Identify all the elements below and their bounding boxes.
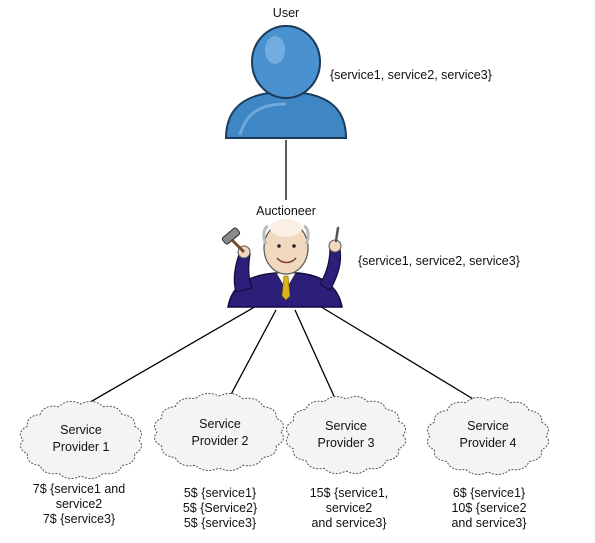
- provider-2-label: Service Provider 2: [158, 416, 282, 450]
- provider-3-prices: 15$ {service1, service2 and service3}: [284, 486, 414, 531]
- provider-1-prices: 7$ {service1 and service2 7$ {service3}: [0, 482, 158, 527]
- provider-1-price-line: 7$ {service1 and: [32, 482, 126, 496]
- provider-2-price-line: 5$ {service3}: [183, 516, 257, 530]
- provider-2-line1: Service: [199, 417, 241, 431]
- provider-4-cloud: [426, 396, 550, 476]
- provider-3-price-line: 15$ {service1,: [309, 486, 389, 500]
- connector-provider-3: [294, 309, 339, 406]
- provider-3-line1: Service: [325, 419, 367, 433]
- provider-1-price-line: service2: [55, 497, 103, 511]
- provider-1-line2: Provider 1: [52, 440, 110, 454]
- provider-3-price-line: service2: [325, 501, 373, 515]
- provider-4-price-line: 10$ {service2: [451, 501, 527, 515]
- connector-provider-1: [79, 304, 259, 409]
- provider-4-price-line: 6$ {service1}: [452, 486, 526, 500]
- auctioneer-icon: [221, 219, 343, 308]
- auctioneer-services: {service1, service2, service3}: [358, 254, 520, 268]
- auctioneer-title: Auctioneer: [256, 204, 316, 218]
- user-icon: [224, 25, 348, 139]
- provider-3-price-line: and service3}: [311, 516, 387, 530]
- connector-provider-2: [227, 309, 277, 401]
- provider-4-label: Service Provider 4: [432, 418, 544, 452]
- provider-4-prices: 6$ {service1} 10$ {service2 and service3…: [424, 486, 554, 531]
- provider-4-line2: Provider 4: [459, 436, 517, 450]
- provider-3-line2: Provider 3: [317, 436, 375, 450]
- provider-2-price-line: 5$ {service1}: [183, 486, 257, 500]
- gavel-icon: [221, 227, 246, 254]
- provider-1-price-line: 7$ {service3}: [42, 512, 116, 526]
- provider-1-label: Service Provider 1: [22, 422, 140, 456]
- provider-3-cloud: [285, 395, 407, 475]
- provider-2-prices: 5$ {service1} 5$ {Service2} 5$ {service3…: [150, 486, 290, 531]
- provider-2-price-line: 5$ {Service2}: [182, 501, 258, 515]
- provider-4-line1: Service: [467, 419, 509, 433]
- provider-3-label: Service Provider 3: [290, 418, 402, 452]
- user-title: User: [272, 6, 300, 20]
- user-services: {service1, service2, service3}: [330, 68, 492, 82]
- provider-2-line2: Provider 2: [191, 434, 249, 448]
- provider-2-cloud: [154, 392, 284, 472]
- provider-4-price-line: and service3}: [451, 516, 527, 530]
- connector-provider-4: [317, 304, 489, 409]
- provider-1-cloud: [19, 400, 143, 480]
- provider-1-line1: Service: [60, 423, 102, 437]
